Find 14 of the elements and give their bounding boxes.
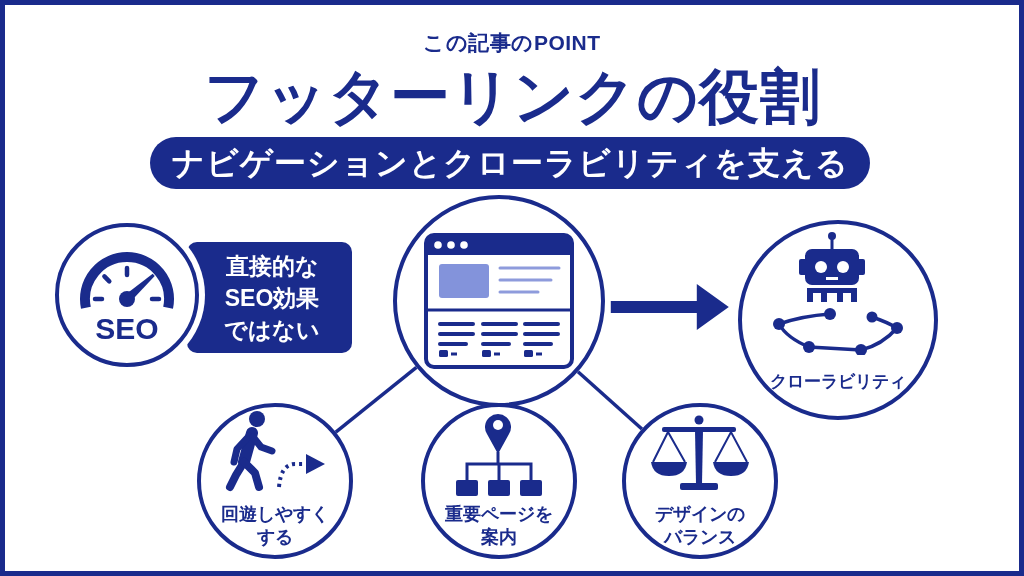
node-label: デザインのバランス [654,503,746,549]
node-label: 回遊しやすくする [220,503,330,549]
banner-text: ナビゲーションとクローラビリティを支える [171,144,849,183]
connector-line [576,370,644,431]
arrow [610,284,729,330]
node-label: SEO [95,313,159,345]
subtitle-banner [150,137,870,189]
connector-line [334,366,418,434]
kicker-text: この記事のPOINT [423,30,601,56]
node-label: クローラビリティ [770,372,906,392]
panel-text: 直接的なSEO効果ではない [223,251,321,345]
node-label: 重要ページを案内 [444,503,554,549]
page-title: フッターリンクの役割 [203,64,821,130]
callout-panel [187,242,352,353]
